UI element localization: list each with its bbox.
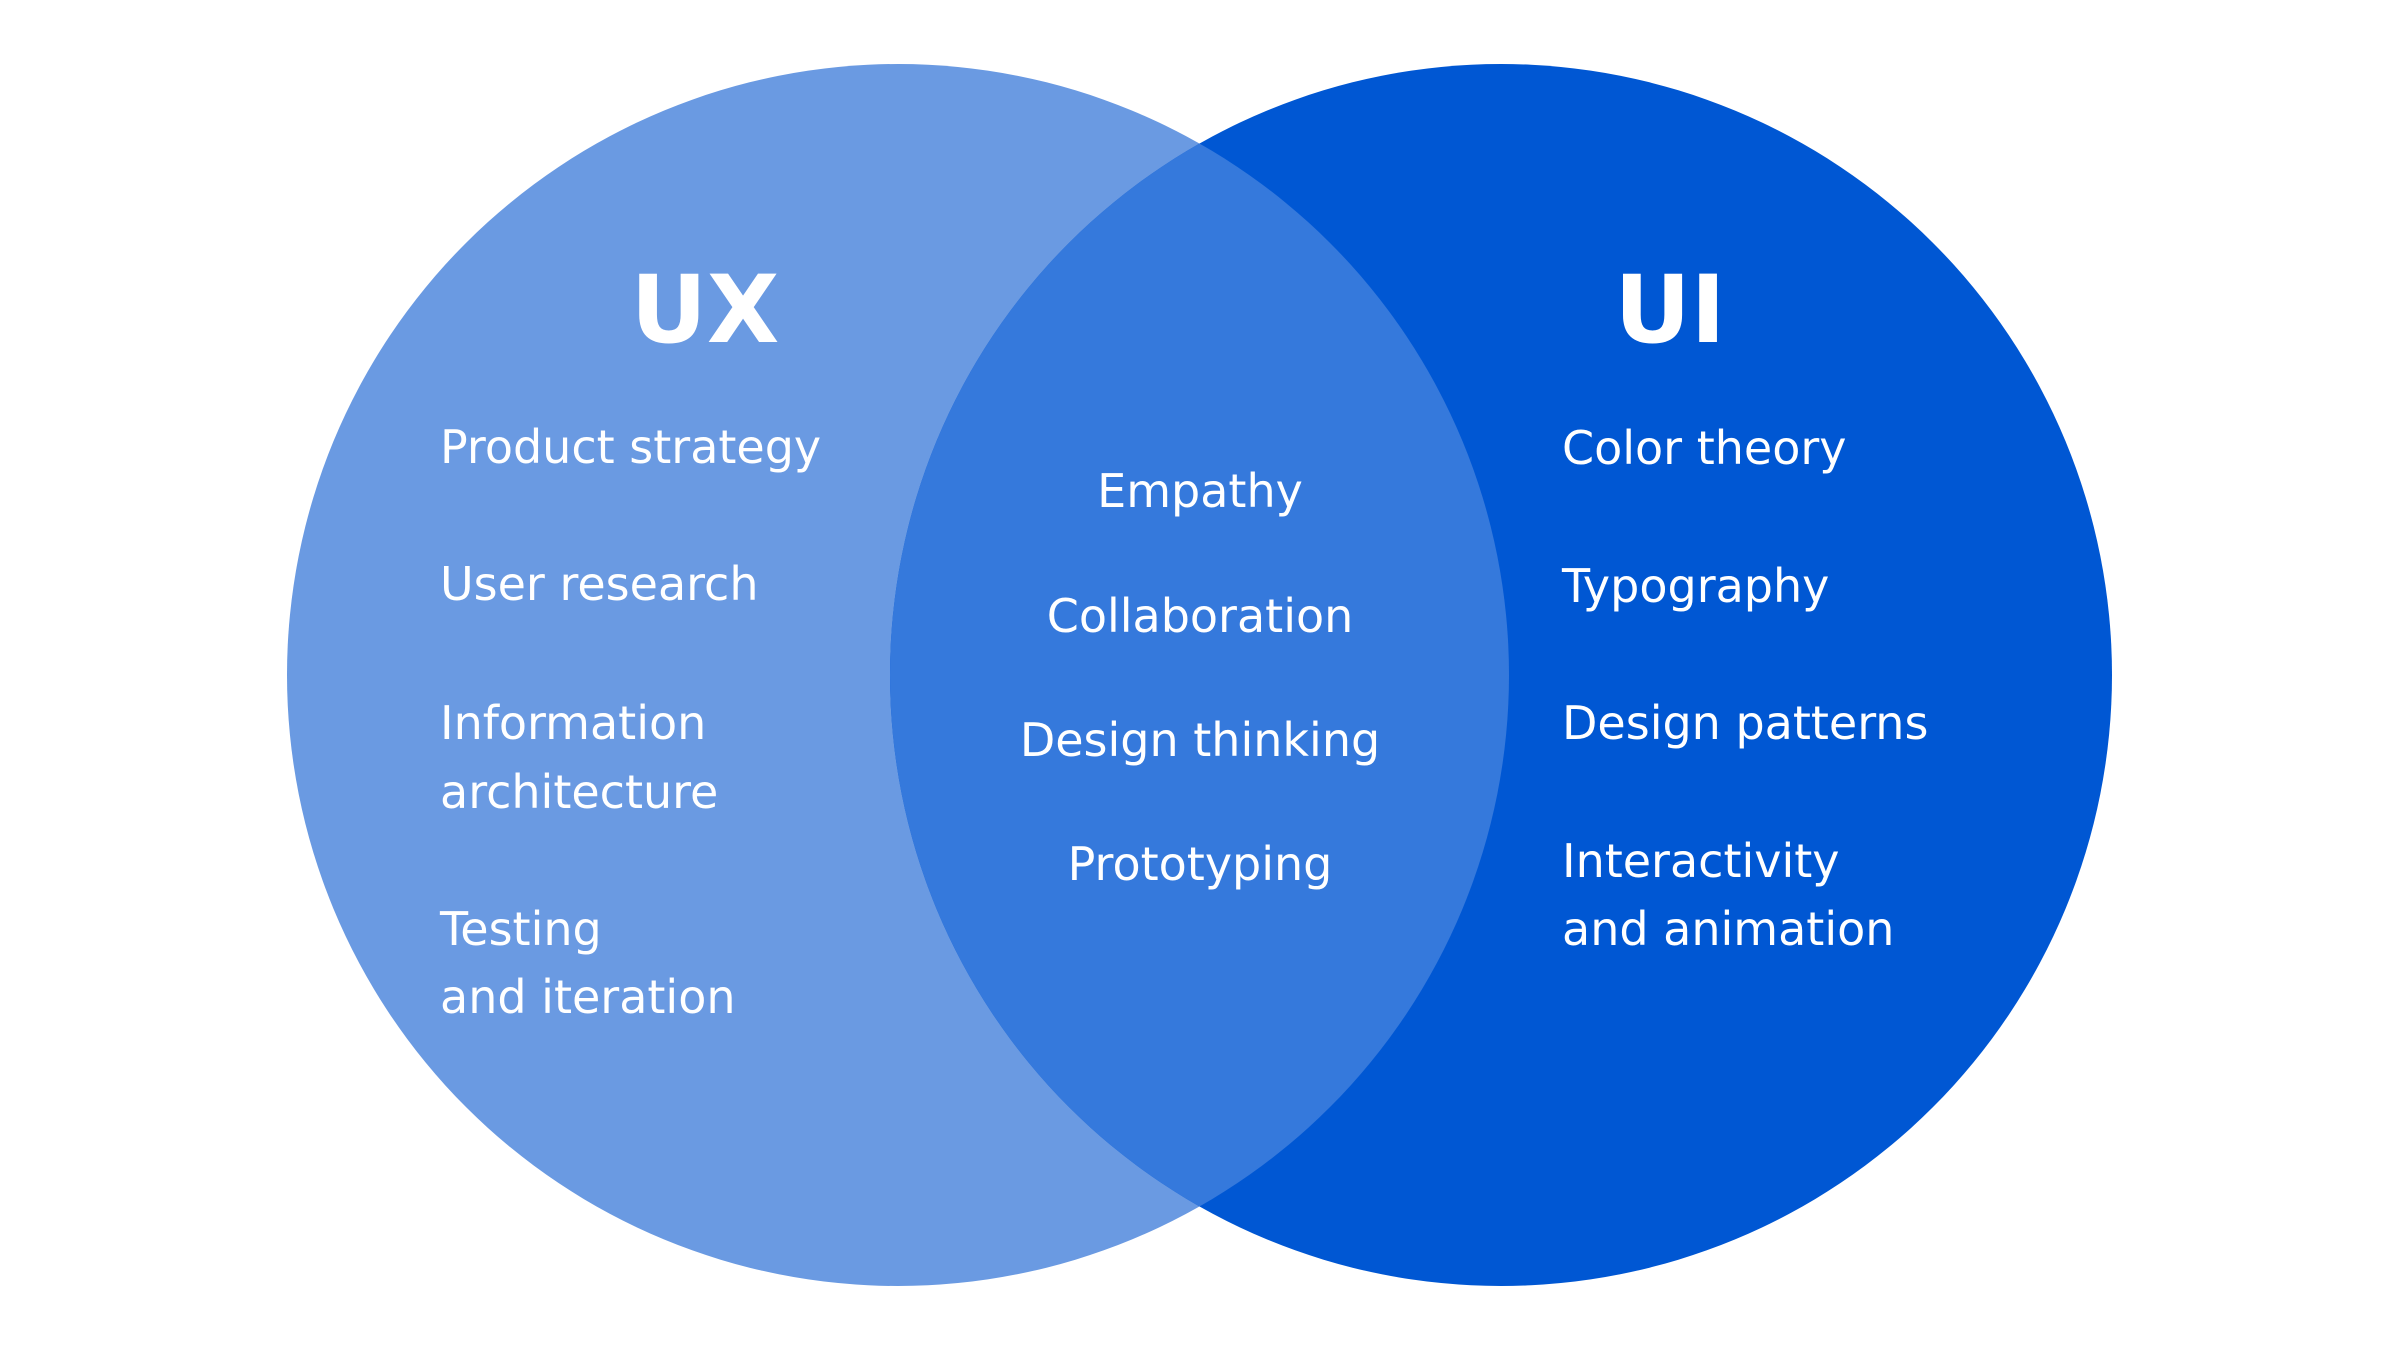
shared-item-empathy: Empathy: [1097, 464, 1303, 518]
ui-item-design-patterns: Design patterns: [1562, 696, 1928, 750]
ux-item-testing-iteration-line2: and iteration: [440, 970, 736, 1024]
ui-item-interactivity-animation-line2: and animation: [1562, 902, 1894, 956]
ui-item-color-theory: Color theory: [1562, 421, 1847, 475]
overlap-region: [890, 64, 1509, 1286]
shared-item-collaboration: Collaboration: [1047, 589, 1354, 643]
shared-item-prototyping: Prototyping: [1068, 837, 1333, 891]
ui-title: UI: [1614, 256, 1725, 365]
ux-item-testing-iteration-line1: Testing: [439, 902, 602, 956]
shared-item-design-thinking: Design thinking: [1020, 713, 1380, 767]
ux-item-information-architecture-line2: architecture: [440, 765, 718, 819]
ux-title: UX: [631, 256, 780, 365]
ux-item-product-strategy: Product strategy: [440, 420, 821, 474]
ux-item-information-architecture-line1: Information: [440, 696, 706, 750]
ui-item-typography: Typography: [1561, 559, 1829, 613]
ux-item-user-research: User research: [440, 557, 758, 611]
ui-item-interactivity-animation-line1: Interactivity: [1562, 834, 1840, 888]
